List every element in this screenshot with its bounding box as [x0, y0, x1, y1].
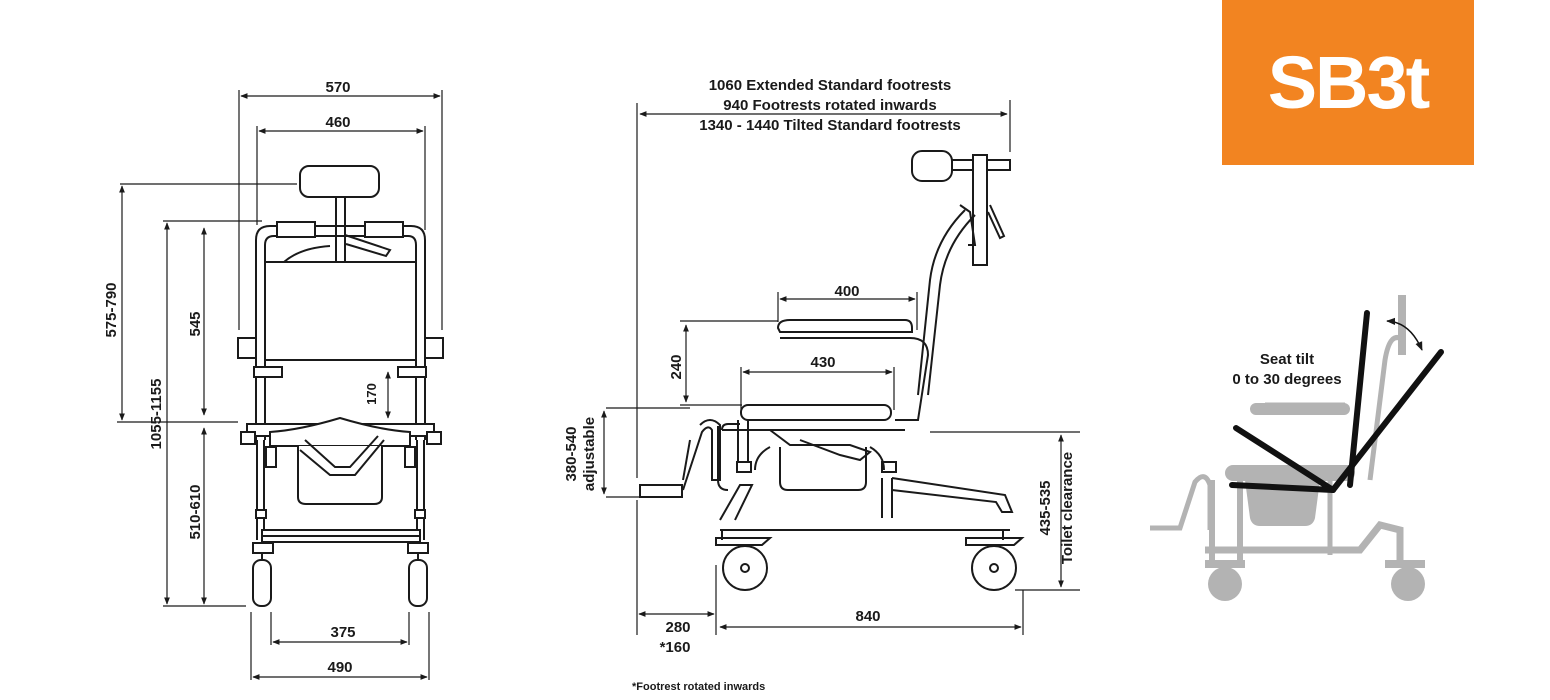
front-view: 570 460 575-790 1055-1155 545 510-610 17…	[103, 79, 444, 680]
label-footrest-projection-alt: *160	[660, 639, 691, 656]
label-toilet-clearance-value: 435-535	[1037, 480, 1054, 535]
label-armrest-height: 170	[364, 383, 379, 405]
tilt-lines	[1229, 310, 1444, 493]
side-chair-illustration	[639, 150, 1025, 591]
label-track-outer: 490	[327, 659, 352, 676]
label-armrest-to-seat: 240	[668, 354, 685, 379]
label-width-overall: 570	[325, 79, 350, 96]
tilt-chair-gray	[1150, 295, 1425, 601]
label-armrest-length: 400	[834, 283, 859, 300]
front-chair-illustration	[237, 165, 444, 607]
tilt-arrow	[1386, 317, 1423, 351]
label-footrest-height: 380-540	[563, 426, 580, 481]
label-headrest-height: 575-790	[103, 282, 120, 337]
footnote: *Footrest rotated inwards	[632, 681, 765, 693]
label-length-rotated: 940 Footrests rotated inwards	[723, 97, 936, 114]
label-track-inner: 375	[330, 624, 355, 641]
label-length-extended: 1060 Extended Standard footrests	[709, 77, 952, 94]
label-total-height: 1055-1155	[148, 379, 165, 450]
brand-logo: SB3t	[1222, 0, 1474, 165]
label-seat-height: 510-610	[187, 484, 204, 539]
brand-logo-text: SB3t	[1267, 41, 1431, 124]
label-toilet-clearance-text: Toilet clearance	[1059, 452, 1076, 564]
label-seat-depth: 430	[810, 354, 835, 371]
label-width-inner: 460	[325, 114, 350, 131]
label-footrest-projection: 280	[665, 619, 690, 636]
side-view: 1060 Extended Standard footrests 940 Foo…	[563, 77, 1080, 693]
label-seat-tilt: Seat tilt	[1260, 351, 1314, 368]
label-wheelbase: 840	[855, 608, 880, 625]
tilt-view: Seat tilt 0 to 30 degrees	[1150, 295, 1444, 601]
label-back-height: 545	[187, 311, 204, 336]
label-tilt-range: 0 to 30 degrees	[1232, 371, 1341, 388]
label-footrest-adjustable: adjustable	[581, 417, 598, 491]
label-length-tilted: 1340 - 1440 Tilted Standard footrests	[699, 117, 960, 134]
